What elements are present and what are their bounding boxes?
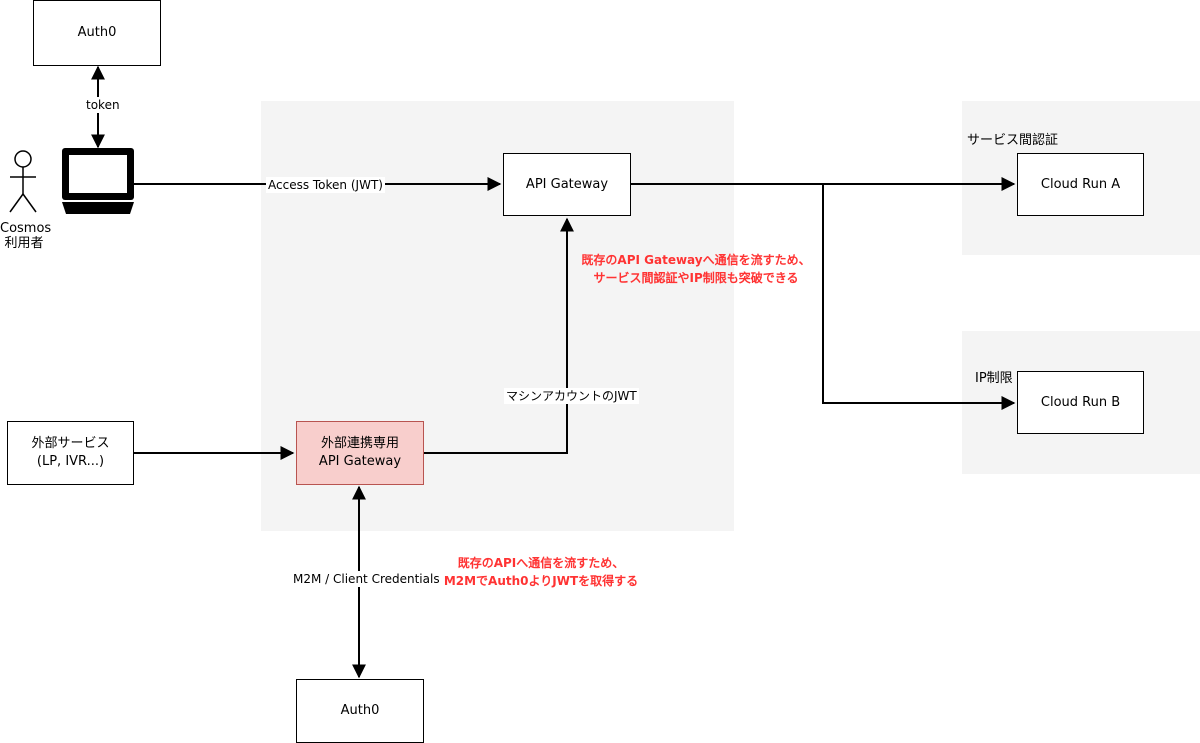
user-icon (9, 150, 37, 213)
computer-icon (62, 148, 134, 214)
auth0-top-box: Auth0 (33, 0, 161, 66)
actor-caption: Cosmos 利用者 (0, 221, 52, 251)
actor-name: Cosmos (0, 221, 52, 236)
edge-gateway-cloudrun-b (822, 184, 1016, 410)
cloud-run-b-label: Cloud Run B (1040, 394, 1121, 410)
auth0-top-label: Auth0 (77, 25, 117, 40)
note-m2m-fetch-line1: 既存のAPIへ通信を流すため、 (457, 556, 625, 570)
ip-restriction-zone-title: IP制限 (975, 371, 1013, 386)
edge-external-gateway-api-gateway (424, 217, 574, 454)
auth0-bottom-label: Auth0 (340, 703, 380, 718)
cloud-run-a-box: Cloud Run A (1017, 153, 1144, 216)
cloud-run-a-label: Cloud Run A (1040, 176, 1121, 192)
external-gateway-box: 外部連携専用 API Gateway (296, 421, 424, 485)
edge-label-m2m: M2M / Client Credentials (291, 571, 442, 587)
edge-label-access-token: Access Token (JWT) (266, 177, 385, 193)
note-bypass-line2: サービス間認証やIP制限も突破できる (593, 271, 799, 285)
edge-label-token: token (84, 97, 122, 113)
external-service-label-line1: 外部サービス (31, 436, 110, 451)
actor-role: 利用者 (4, 236, 44, 251)
external-gateway-label-line2: API Gateway (318, 454, 402, 469)
note-m2m-fetch-line2: M2MでAuth0よりJWTを取得する (443, 574, 639, 588)
external-gateway-label-line1: 外部連携専用 (320, 436, 399, 451)
edge-label-machine-jwt: マシンアカウントのJWT (504, 388, 639, 404)
service-auth-zone-title: サービス間認証 (967, 133, 1059, 148)
external-service-label-line2: (LP, IVR...) (36, 454, 105, 469)
note-bypass: 既存のAPI Gatewayへ通信を流すため、 サービス間認証やIP制限も突破で… (573, 251, 819, 287)
api-gateway-box: API Gateway (503, 153, 631, 216)
cloud-run-b-box: Cloud Run B (1017, 371, 1144, 434)
note-bypass-line1: 既存のAPI Gatewayへ通信を流すため、 (581, 253, 811, 267)
external-service-box: 外部サービス (LP, IVR...) (7, 421, 134, 485)
api-gateway-label: API Gateway (525, 176, 609, 192)
auth0-bottom-box: Auth0 (296, 679, 424, 743)
note-m2m-fetch: 既存のAPIへ通信を流すため、 M2MでAuth0よりJWTを取得する (433, 554, 649, 590)
